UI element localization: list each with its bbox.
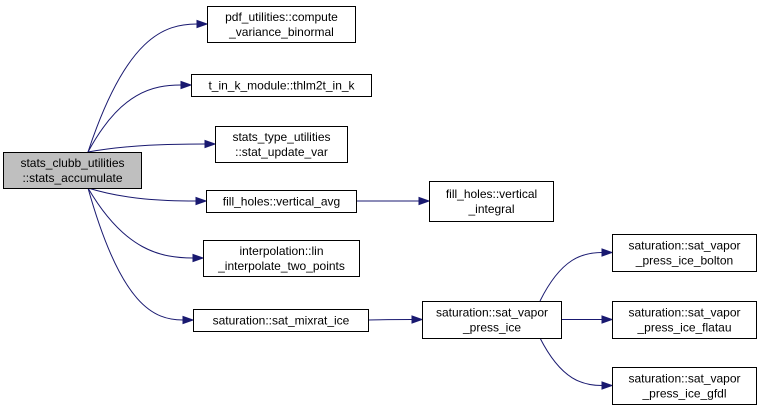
edge-line	[539, 337, 603, 386]
node-box	[612, 367, 757, 405]
node-box	[612, 234, 757, 272]
node-label-line: _press_ice	[462, 321, 521, 335]
edge-sat_mixrat_ice-to-sat_vapor_press_ice	[367, 315, 424, 324]
node-vertical_avg[interactable]: fill_holes::vertical_avg	[206, 190, 357, 213]
edge-line	[87, 23, 198, 153]
edges-layer	[87, 19, 614, 390]
node-box	[3, 152, 142, 189]
node-label-line: _integral	[467, 202, 514, 216]
node-label-line: saturation::sat_vapor	[628, 372, 740, 386]
node-box	[429, 181, 554, 222]
edge-arrowhead	[601, 315, 614, 324]
node-label-line: _interpolate_two_points	[217, 259, 345, 273]
node-label-line: stats_type_utilities	[232, 130, 330, 144]
node-box	[191, 74, 372, 97]
edge-line	[87, 187, 197, 202]
edge-line	[539, 252, 603, 302]
node-stats_accumulate[interactable]: stats_clubb_utilities::stats_accumulate	[3, 152, 142, 189]
edge-arrowhead	[411, 315, 424, 324]
edge-stats_accumulate-to-lin_interpolate_two_points	[87, 187, 205, 263]
node-label-line: saturation::sat_mixrat_ice	[213, 314, 350, 328]
node-sat_vapor_press_ice[interactable]: saturation::sat_vapor_press_ice	[422, 301, 562, 339]
node-sat_vapor_press_ice_gfdl[interactable]: saturation::sat_vapor_press_ice_gfdl	[612, 367, 757, 405]
edge-arrowhead	[192, 253, 205, 263]
edge-stats_accumulate-to-vertical_avg	[87, 187, 208, 206]
node-box	[203, 240, 360, 277]
node-label-line: _press_ice_gfdl	[641, 387, 726, 401]
edge-arrowhead	[195, 196, 208, 206]
edge-stats_accumulate-to-compute_variance_binormal	[87, 19, 209, 153]
edge-vertical_avg-to-vertical_integral	[356, 196, 431, 206]
node-stat_update_var[interactable]: stats_type_utilities::stat_update_var	[215, 126, 348, 163]
node-compute_variance_binormal[interactable]: pdf_utilities::compute_variance_binormal	[207, 6, 356, 43]
edge-line	[87, 187, 184, 321]
node-box	[215, 126, 348, 163]
node-label-line: ::stats_accumulate	[22, 171, 122, 185]
node-label-line: _variance_binormal	[228, 25, 334, 39]
edge-line	[87, 187, 194, 259]
edge-arrowhead	[418, 196, 431, 206]
edge-stats_accumulate-to-sat_mixrat_ice	[87, 187, 195, 325]
edge-sat_vapor_press_ice-to-sat_vapor_press_ice_gfdl	[539, 337, 614, 390]
node-label-line: pdf_utilities::compute	[225, 10, 338, 24]
node-label-line: saturation::sat_vapor	[628, 306, 740, 320]
nodes-layer: stats_clubb_utilities::stats_accumulate p…	[3, 6, 757, 405]
node-box	[206, 190, 357, 213]
edge-arrowhead	[182, 315, 195, 325]
edge-stats_accumulate-to-stat_update_var	[87, 139, 217, 153]
node-box	[193, 309, 369, 332]
edge-arrowhead	[601, 248, 614, 257]
node-label-line: _press_ice_flatau	[636, 321, 731, 335]
node-label-line: stats_clubb_utilities	[20, 156, 124, 170]
edge-line	[87, 84, 182, 153]
edge-line	[367, 319, 413, 321]
edge-arrowhead	[601, 381, 614, 390]
node-vertical_integral[interactable]: fill_holes::vertical_integral	[429, 181, 554, 222]
node-label-line: interpolation::lin	[239, 244, 323, 258]
edge-sat_vapor_press_ice-to-sat_vapor_press_ice_bolton	[539, 248, 614, 302]
node-label-line: saturation::sat_vapor	[436, 306, 548, 320]
node-label-line: t_in_k_module::thlm2t_in_k	[208, 79, 355, 93]
node-sat_vapor_press_ice_flatau[interactable]: saturation::sat_vapor_press_ice_flatau	[612, 301, 757, 339]
node-thlm2t_in_k[interactable]: t_in_k_module::thlm2t_in_k	[191, 74, 372, 97]
node-sat_vapor_press_ice_bolton[interactable]: saturation::sat_vapor_press_ice_bolton	[612, 234, 757, 272]
edge-sat_vapor_press_ice-to-sat_vapor_press_ice_flatau	[560, 315, 614, 324]
node-label-line: fill_holes::vertical	[446, 187, 537, 201]
edge-line	[87, 143, 206, 153]
node-sat_mixrat_ice[interactable]: saturation::sat_mixrat_ice	[193, 309, 369, 332]
node-lin_interpolate_two_points[interactable]: interpolation::lin_interpolate_two_point…	[203, 240, 360, 277]
node-label-line: _press_ice_bolton	[635, 254, 733, 268]
node-box	[207, 6, 356, 43]
node-box	[422, 301, 562, 339]
edge-arrowhead	[196, 19, 209, 29]
node-box	[612, 301, 757, 339]
node-label-line: ::stat_update_var	[235, 145, 328, 159]
node-label-line: fill_holes::vertical_avg	[223, 195, 340, 209]
node-label-line: saturation::sat_vapor	[628, 239, 740, 253]
edge-arrowhead	[204, 139, 217, 149]
edge-stats_accumulate-to-thlm2t_in_k	[87, 80, 193, 153]
edge-arrowhead	[180, 80, 193, 90]
